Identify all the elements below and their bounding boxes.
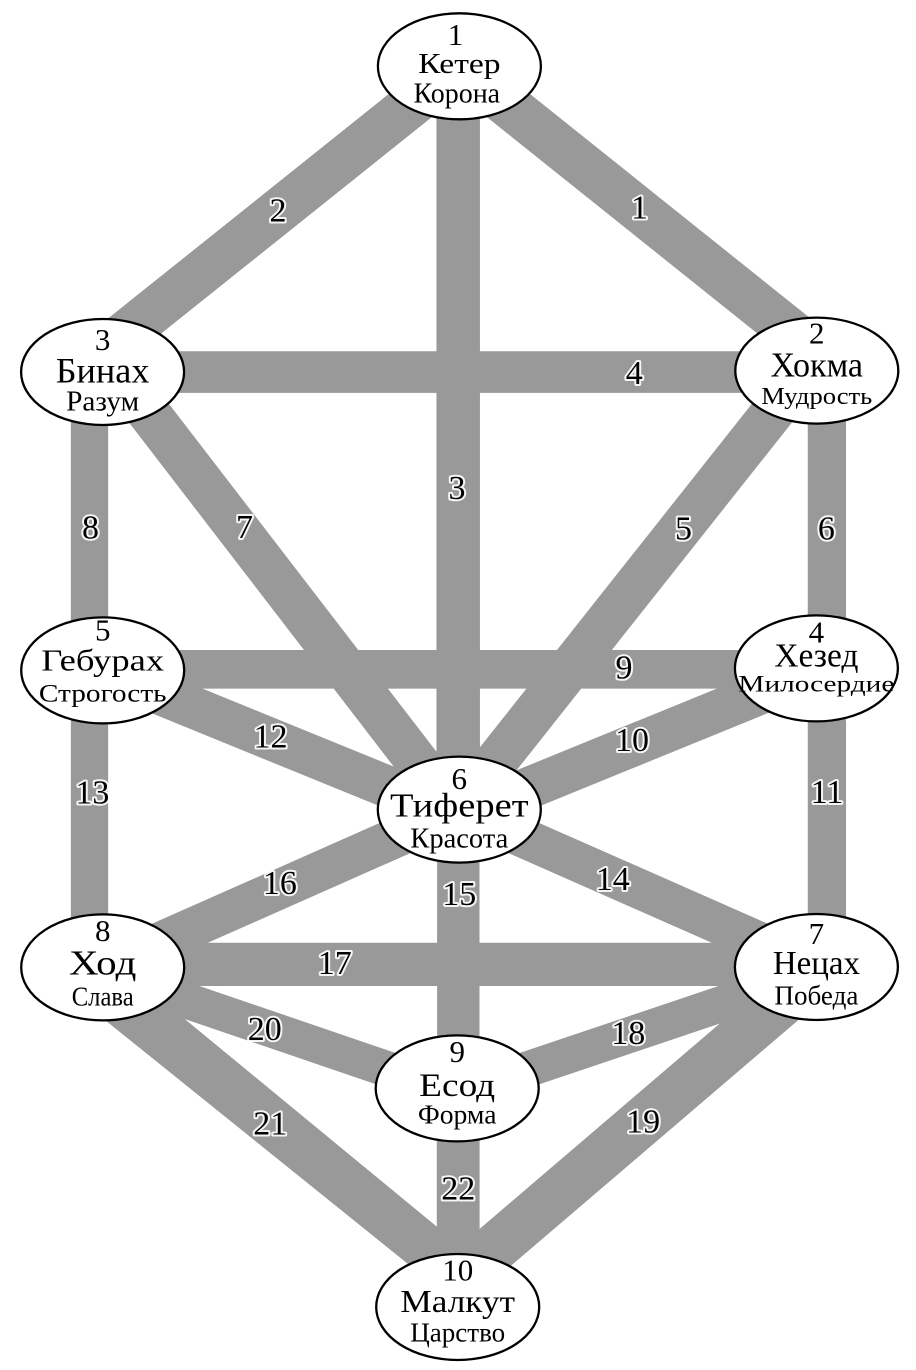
svg-text:1: 1 [448, 17, 464, 52]
svg-text:Разум: Разум [66, 387, 139, 418]
svg-text:7: 7 [236, 509, 253, 546]
svg-text:19: 19 [626, 1103, 660, 1140]
svg-text:18: 18 [611, 1015, 645, 1052]
svg-text:9: 9 [449, 1034, 465, 1069]
svg-text:Тиферет: Тиферет [390, 787, 529, 824]
svg-text:14: 14 [596, 861, 630, 898]
svg-text:2: 2 [270, 193, 287, 230]
svg-text:10: 10 [615, 722, 649, 759]
svg-text:Хезед: Хезед [774, 638, 858, 675]
svg-text:Нецах: Нецах [773, 945, 860, 982]
svg-text:6: 6 [452, 761, 468, 796]
svg-text:3: 3 [95, 322, 111, 357]
svg-text:1: 1 [631, 189, 648, 226]
svg-text:Гебурах: Гебурах [41, 642, 164, 677]
svg-text:Кетер: Кетер [418, 48, 500, 80]
svg-text:6: 6 [818, 510, 835, 547]
svg-text:Слава: Слава [72, 981, 134, 1011]
svg-text:4: 4 [809, 614, 825, 649]
svg-text:12: 12 [254, 719, 288, 756]
svg-text:8: 8 [82, 510, 99, 547]
svg-text:21: 21 [253, 1106, 287, 1143]
svg-text:Бинах: Бинах [56, 351, 150, 391]
svg-text:10: 10 [442, 1252, 473, 1287]
svg-text:13: 13 [75, 774, 109, 811]
svg-text:Милосердие: Милосердие [738, 671, 894, 696]
svg-text:Хокма: Хокма [771, 345, 864, 384]
svg-text:Мудрость: Мудрость [761, 384, 872, 410]
svg-text:Есод: Есод [419, 1068, 495, 1104]
svg-text:5: 5 [675, 511, 692, 548]
svg-text:Форма: Форма [418, 1100, 497, 1130]
svg-text:Малкут: Малкут [400, 1283, 515, 1319]
svg-text:3: 3 [449, 470, 466, 507]
svg-text:Строгость: Строгость [39, 680, 167, 707]
svg-text:7: 7 [809, 916, 825, 951]
svg-text:Корона: Корона [414, 79, 501, 110]
svg-text:5: 5 [95, 613, 111, 648]
svg-text:Царство: Царство [410, 1318, 505, 1348]
svg-text:4: 4 [626, 355, 643, 392]
svg-text:16: 16 [263, 865, 297, 902]
svg-text:9: 9 [616, 650, 633, 687]
svg-text:Победа: Победа [774, 981, 858, 1011]
svg-text:11: 11 [811, 774, 844, 811]
svg-text:Ход: Ход [69, 944, 137, 983]
svg-text:15: 15 [442, 876, 476, 913]
svg-text:Красота: Красота [410, 824, 509, 855]
svg-text:17: 17 [318, 945, 352, 982]
svg-text:2: 2 [809, 316, 825, 351]
svg-text:22: 22 [441, 1170, 475, 1207]
svg-text:8: 8 [95, 913, 111, 948]
svg-text:20: 20 [248, 1011, 282, 1048]
